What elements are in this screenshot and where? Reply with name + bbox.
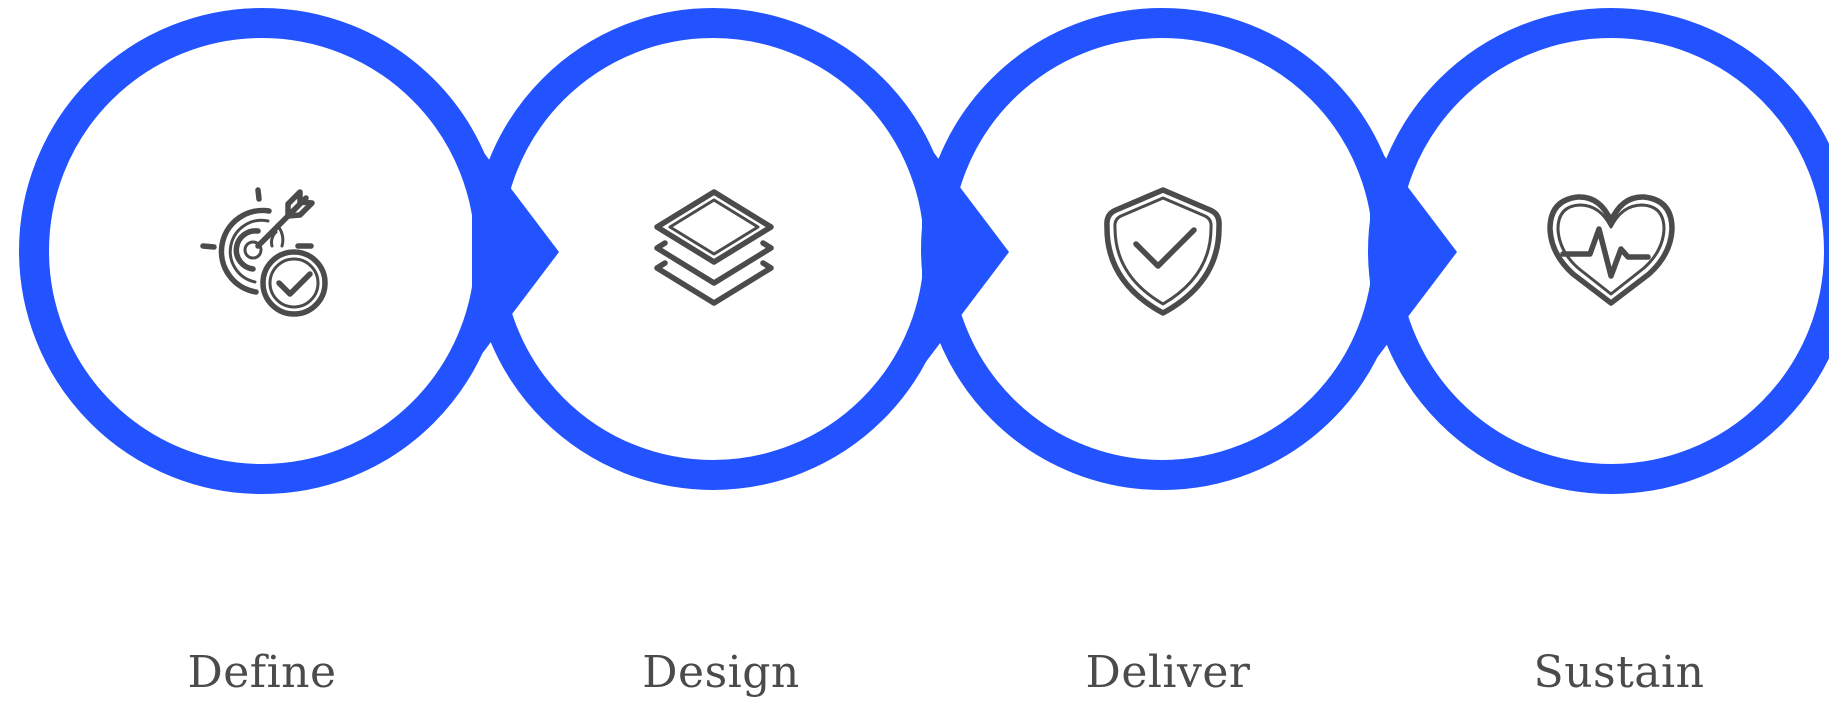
- step-sustain-label: Sustain: [1533, 647, 1705, 698]
- step-design-label: Design: [642, 647, 800, 698]
- arrow-define-to-design: [472, 137, 559, 367]
- arrow-design-to-deliver: [922, 137, 1009, 367]
- arrow-deliver-to-sustain: [1370, 137, 1457, 367]
- layers-icon: [654, 189, 774, 306]
- step-define-label: Define: [187, 647, 337, 698]
- shield-check-icon: [1104, 187, 1222, 316]
- heart-pulse-icon: [1547, 194, 1675, 306]
- target-check-icon: [200, 187, 328, 317]
- step-deliver-label: Deliver: [1085, 647, 1251, 698]
